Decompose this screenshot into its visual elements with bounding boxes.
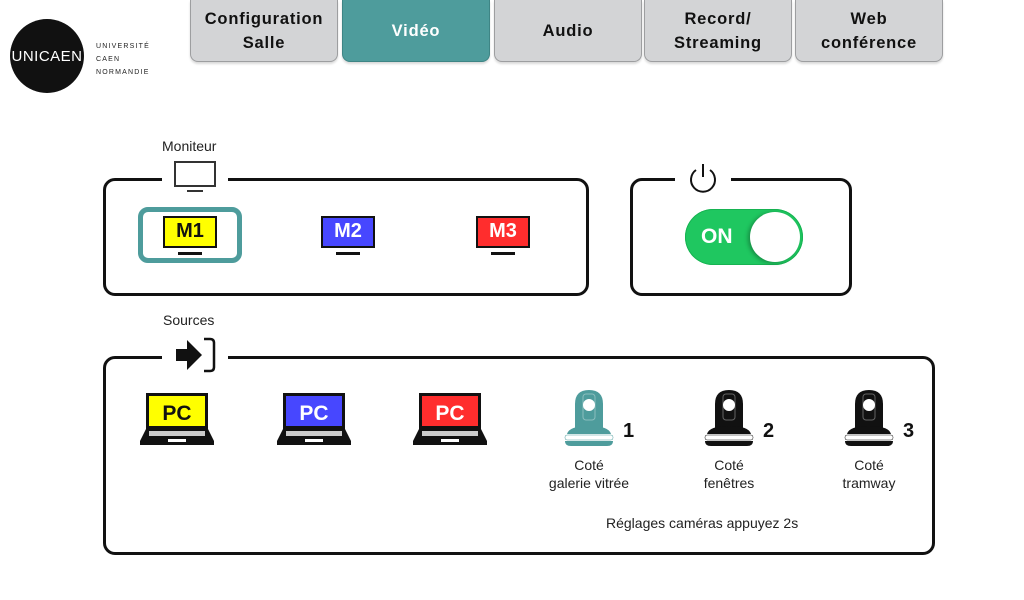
laptop-keyboard-icon: [413, 429, 487, 445]
logo-wordmark: UNIVERSITÉ CAEN NORMANDIE: [96, 40, 150, 79]
source-pc-1[interactable]: PC: [140, 393, 216, 451]
monitor-label: M1: [176, 220, 204, 242]
pc-label: PC: [162, 402, 192, 425]
power-panel: ON: [630, 161, 852, 296]
monitor-stand: [336, 251, 360, 255]
monitor-stand: [491, 251, 515, 255]
monitor-stand: [178, 251, 202, 255]
power-legend: [675, 161, 731, 197]
input-source-icon: [176, 337, 216, 373]
monitor-m1-button[interactable]: M1: [138, 207, 242, 263]
monitor-label: M3: [489, 220, 517, 242]
pc-screen: PC: [419, 393, 481, 429]
camera-number: 1: [623, 420, 635, 442]
monitor-section-label: Moniteur: [162, 138, 217, 154]
tab-video[interactable]: Vidéo: [342, 0, 490, 62]
toggle-knob: [750, 212, 800, 262]
logo-line-3: NORMANDIE: [96, 69, 150, 76]
unicaen-logo: UNICAEN UNIVERSITÉ CAEN NORMANDIE: [10, 19, 160, 95]
sources-section-label: Sources: [163, 312, 215, 328]
logo-line-2: CAEN: [96, 56, 121, 63]
tab-label: Record/: [684, 9, 752, 28]
laptop-keyboard-icon: [277, 429, 351, 445]
tab-label: Configuration: [204, 9, 324, 28]
monitor-label: M2: [334, 220, 362, 242]
power-icon: [690, 164, 716, 193]
pc-screen: PC: [283, 393, 345, 429]
camera-settings-hint: Réglages caméras appuyez 2s: [606, 515, 799, 531]
tab-label: Streaming: [674, 33, 762, 52]
monitor-icon: [174, 161, 216, 192]
logo-line-1: UNIVERSITÉ: [96, 43, 151, 50]
tab-label: Salle: [242, 33, 286, 52]
camera-number: 3: [903, 420, 915, 442]
tab-record-streaming[interactable]: Record/Streaming: [644, 0, 792, 62]
tab-label: Audio: [542, 21, 594, 40]
laptop-keyboard-icon: [140, 429, 214, 445]
pc-screen: PC: [146, 393, 208, 429]
toggle-state-label: ON: [701, 225, 733, 248]
ptz-camera-icon: [704, 390, 754, 446]
monitor-legend: [162, 159, 228, 199]
tab-label: conférence: [820, 33, 918, 52]
power-toggle[interactable]: ON: [685, 209, 803, 265]
tab-label: Web: [850, 9, 888, 28]
source-pc-2[interactable]: PC: [277, 393, 353, 451]
tab-web-conference[interactable]: Web conférence: [795, 0, 943, 62]
ptz-camera-icon: [844, 390, 894, 446]
monitor-m1-screen: M1: [163, 215, 217, 248]
pc-label: PC: [435, 402, 465, 425]
monitor-panel: M1 M2 M3: [103, 159, 589, 296]
source-pc-3[interactable]: PC: [413, 393, 489, 451]
monitor-m2-button[interactable]: M2: [296, 207, 400, 263]
monitor-m2-screen: M2: [321, 215, 375, 248]
ptz-camera-icon: [564, 390, 614, 446]
tab-audio[interactable]: Audio: [494, 0, 642, 62]
sources-legend: [162, 335, 228, 375]
monitor-m3-screen: M3: [476, 215, 530, 248]
pc-label: PC: [299, 402, 329, 425]
logo-mark: UNICAEN: [10, 19, 84, 93]
camera-number: 2: [763, 420, 775, 442]
monitor-m3-button[interactable]: M3: [451, 207, 555, 263]
tab-label: Vidéo: [391, 21, 441, 40]
